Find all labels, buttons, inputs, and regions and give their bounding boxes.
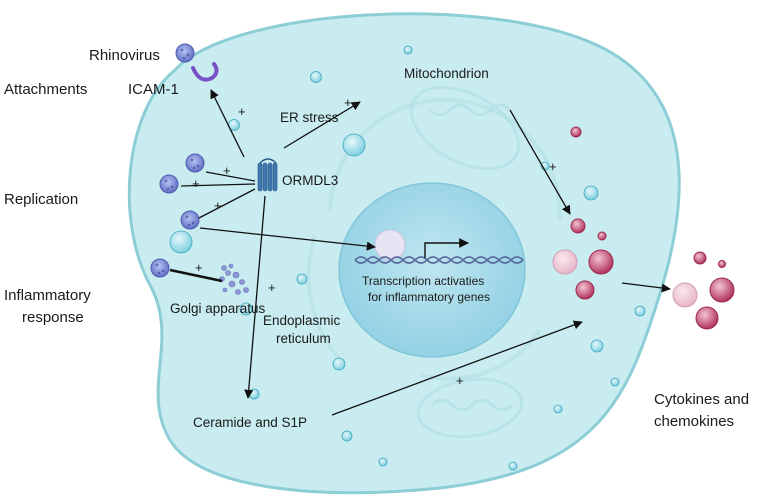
label-inflammatory-line1: Inflammatory (4, 287, 91, 304)
label-er-stress: ER stress (280, 110, 339, 125)
label-mitochondrion: Mitochondrion (404, 66, 489, 81)
label-transcription-line1: Transcription activaties (362, 274, 484, 288)
plus-ceramide: + (456, 373, 464, 388)
plus-replication-2: + (192, 176, 200, 191)
vesicles (169, 45, 646, 471)
secreted-cytokines (672, 251, 735, 330)
label-er-line1: Endoplasmic (263, 313, 341, 328)
icam1-receptor (191, 62, 219, 82)
nucleus (338, 182, 526, 358)
intracellular-cytokines (552, 126, 614, 300)
plus-mitochondrion: + (549, 159, 557, 174)
golgi-apparatus (219, 263, 249, 295)
nucleolus (374, 229, 406, 261)
label-er-line2: reticulum (276, 331, 331, 346)
plus-replication-3: + (214, 198, 222, 213)
pathway-arrows (199, 89, 671, 416)
plus-golgi: + (195, 260, 203, 275)
transcription-start-arrow (424, 238, 469, 258)
label-replication: Replication (4, 191, 78, 208)
label-cytokines-line2: chemokines (654, 413, 734, 430)
mitochondrion-shape-top (409, 85, 521, 171)
virus-texture (155, 48, 200, 275)
label-ceramide: Ceramide and S1P (193, 415, 307, 430)
ormdl3-protein (257, 162, 278, 192)
label-inflammatory-line2: response (22, 309, 84, 326)
label-ormdl3: ORMDL3 (282, 173, 338, 188)
mitochondrion-shape-bottom (416, 377, 524, 439)
plus-replication-1: + (223, 163, 231, 178)
label-icam1: ICAM-1 (128, 81, 179, 98)
rhinovirus-particles (150, 43, 205, 278)
label-cytokines-line1: Cytokines and (654, 391, 749, 408)
plus-attachment: + (238, 104, 246, 119)
label-attachments: Attachments (4, 81, 87, 98)
label-rhinovirus: Rhinovirus (89, 47, 160, 64)
dna-helix (354, 256, 524, 264)
label-transcription-line2: for inflammatory genes (368, 290, 490, 304)
er-membrane-arcs (306, 97, 563, 381)
plus-er-stress: + (344, 95, 352, 110)
ormdl3-connectors (180, 171, 256, 219)
golgi-link (169, 268, 223, 283)
label-golgi: Golgi apparatus (170, 301, 266, 316)
ormdl3-loop (259, 158, 277, 164)
plus-endoplasmic: + (268, 280, 276, 295)
